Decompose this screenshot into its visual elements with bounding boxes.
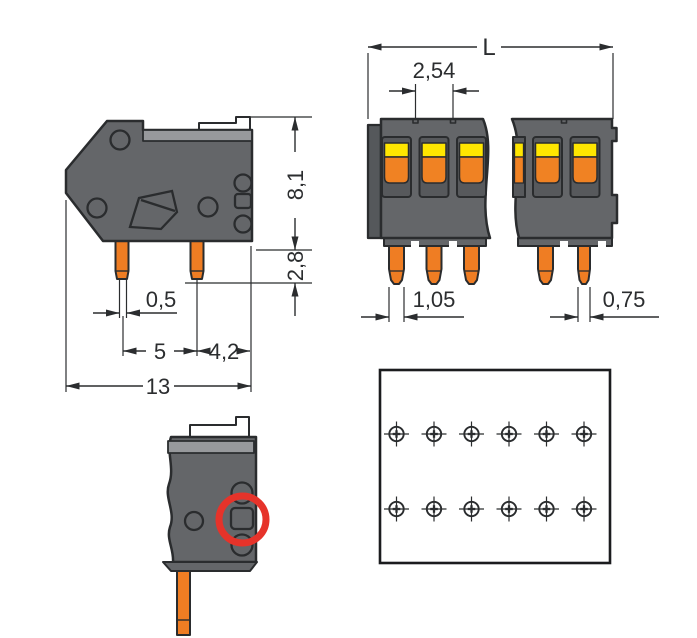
clamp-unit xyxy=(381,136,412,198)
housing-bottom-face xyxy=(162,561,258,572)
locking-tab xyxy=(189,416,250,438)
actuator xyxy=(513,142,525,158)
clamp-unit-partial xyxy=(512,136,526,198)
solder-pin-row xyxy=(388,245,591,285)
push-button xyxy=(513,156,525,184)
dim-label-pin-spacing: 5 xyxy=(154,339,166,364)
test-slot xyxy=(233,192,253,210)
dimension-pin-width-narrow: 0,75 xyxy=(550,287,659,322)
push-button xyxy=(421,156,447,184)
dimension-housing-height: 8,1 xyxy=(250,116,312,251)
clamp-unit xyxy=(456,136,487,198)
clamp-hole xyxy=(233,214,253,234)
mounting-hole xyxy=(86,197,108,219)
solder-pin xyxy=(425,245,443,285)
end-plate xyxy=(366,123,383,240)
solder-pin xyxy=(114,240,130,280)
housing-right-segment xyxy=(510,117,619,247)
dimension-pole-pitch: 2,54 xyxy=(389,58,479,119)
locking-tab xyxy=(198,116,251,131)
mounting-hole xyxy=(109,129,131,151)
housing-groove xyxy=(167,440,255,454)
dim-label-pin-width-narrow: 0,75 xyxy=(603,287,646,312)
clamp-unit xyxy=(569,136,601,198)
drilling-plan xyxy=(378,368,612,565)
dim-label-pin-length: 2,8 xyxy=(283,251,308,282)
actuator xyxy=(458,142,485,158)
housing-left-segment xyxy=(366,117,492,247)
dimension-pin-width-wide: 1,05 xyxy=(361,287,464,322)
actuator xyxy=(534,142,561,158)
clamp-unit xyxy=(532,136,563,198)
push-button xyxy=(458,156,485,184)
mounting-hole xyxy=(197,196,219,218)
actuator xyxy=(383,142,410,158)
push-button xyxy=(572,156,598,184)
clamp-hole xyxy=(233,173,253,193)
dimension-total-length: L xyxy=(367,34,614,119)
dim-label-pole-pitch: 2,54 xyxy=(413,58,456,83)
solder-pin xyxy=(463,245,480,285)
solder-pin xyxy=(537,245,554,285)
housing-body xyxy=(64,119,254,243)
solder-pin xyxy=(189,240,205,280)
housing-body-partial xyxy=(166,435,258,564)
dim-label-housing-height: 8,1 xyxy=(283,170,308,201)
detail-view xyxy=(162,416,270,636)
push-button xyxy=(383,156,410,184)
highlight-ring xyxy=(215,492,270,547)
dimension-pin-length: 2,8 xyxy=(185,251,312,316)
clamp-unit xyxy=(418,136,450,198)
actuator xyxy=(572,142,598,158)
actuator xyxy=(421,142,447,158)
push-button xyxy=(534,156,561,184)
side-view: 8,1 2,8 0,5 5 4,2 xyxy=(64,116,312,399)
dim-label-pin-to-edge: 4,2 xyxy=(209,339,240,364)
dim-label-pin-width-wide: 1,05 xyxy=(413,287,456,312)
front-view: L 2,54 1,05 0,75 xyxy=(361,34,659,322)
dimension-pin-width: 0,5 xyxy=(93,280,177,318)
solder-pin xyxy=(577,245,591,285)
lever-slot xyxy=(128,189,179,231)
clamp-hole xyxy=(230,481,254,505)
test-slot xyxy=(229,506,255,531)
solder-pin xyxy=(388,245,405,285)
dimension-pin-to-edge: 4,2 xyxy=(197,246,252,392)
dimension-housing-depth: 13 xyxy=(65,200,251,399)
dim-label-pin-width: 0,5 xyxy=(146,287,177,312)
clamp-hole xyxy=(230,533,254,557)
mounting-hole xyxy=(183,510,205,532)
pcb-outline xyxy=(378,368,612,565)
housing-groove xyxy=(142,129,253,142)
dim-label-total-length: L xyxy=(482,34,495,61)
dim-label-housing-depth: 13 xyxy=(146,374,170,399)
dimension-pin-spacing: 5 xyxy=(122,280,198,364)
